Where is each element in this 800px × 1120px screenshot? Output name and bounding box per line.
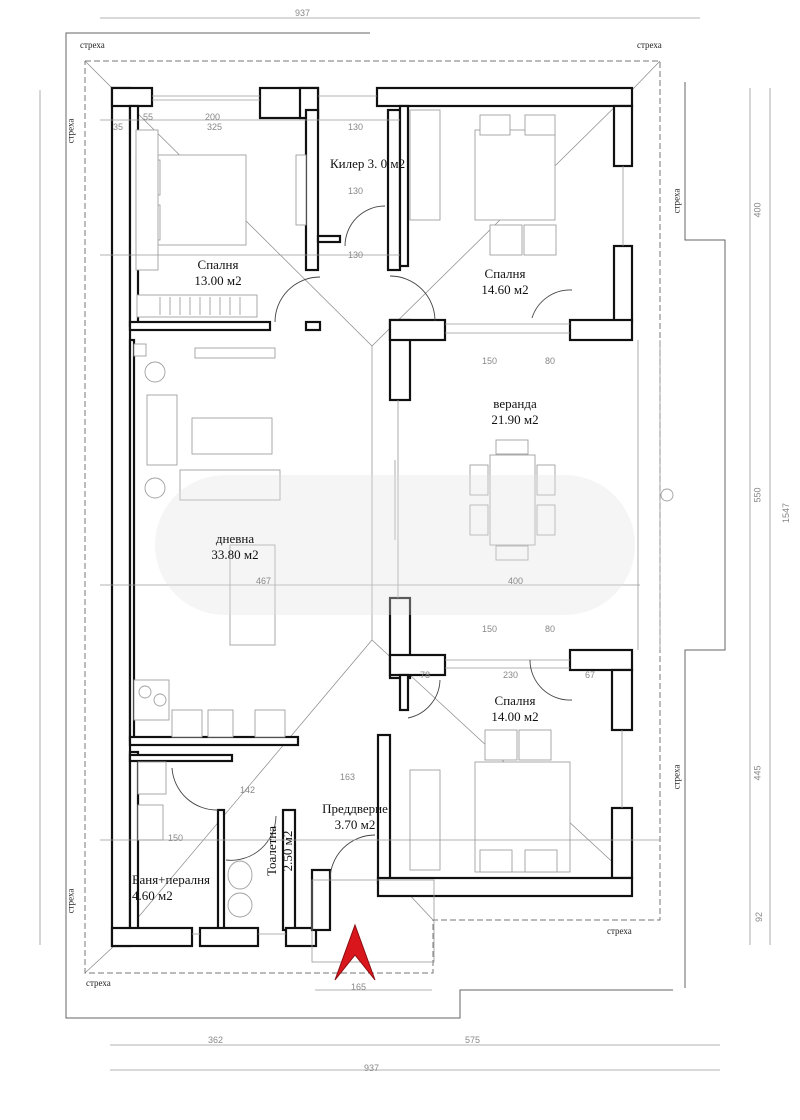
room-living: дневна 33.80 м2	[195, 531, 275, 563]
room-bedroom-1: Спалня 13.00 м2	[178, 257, 258, 289]
dim: 150	[168, 833, 184, 843]
room-area: 4.60 м2	[132, 888, 173, 903]
dim: 130	[348, 250, 364, 260]
room-area: 14.60 м2	[481, 282, 529, 297]
room-area: 21.90 м2	[491, 412, 539, 427]
eave-label-bottom-left: стреха	[86, 978, 111, 988]
dim: 55	[143, 112, 154, 122]
dim-bottom-total: 937	[364, 1063, 380, 1073]
dim: 142	[240, 785, 256, 795]
dim: 78	[420, 670, 431, 680]
dim-right-seg-1: 400	[752, 202, 763, 218]
room-veranda: веранда 21.90 м2	[475, 396, 555, 428]
room-name: Килер 3. 0 м2	[330, 156, 406, 171]
room-pantry: Килер 3. 0 м2	[330, 156, 405, 172]
furniture	[133, 109, 674, 918]
dim-top-total: 937	[295, 8, 311, 18]
room-bedroom-3: Спалня 14.00 м2	[475, 693, 555, 725]
dim: 230	[503, 670, 519, 680]
dim-bottom-seg-2: 575	[465, 1035, 481, 1045]
room-area: 33.80 м2	[211, 547, 259, 562]
room-name: Преддверие	[322, 801, 388, 816]
dim-right-seg-3: 445	[752, 765, 763, 781]
room-name: Спалня	[197, 257, 239, 272]
dim: 200	[205, 112, 221, 122]
room-bedroom-2: Спалня 14.60 м2	[465, 266, 545, 298]
eave-label-left-bottom: стреха	[65, 888, 76, 914]
dim: 80	[545, 356, 556, 366]
dim: 67	[585, 670, 596, 680]
dim: 80	[545, 624, 556, 634]
room-area: 13.00 м2	[194, 273, 242, 288]
room-name: веранда	[493, 396, 537, 411]
room-area: 2.50 м2	[280, 830, 295, 872]
dim-entrance: 165	[351, 982, 367, 992]
eave-label-top-right: стреха	[637, 40, 662, 50]
eave-label-left-top: стреха	[65, 118, 76, 144]
room-area: 3.70 м2	[334, 817, 376, 832]
dim: 35	[113, 122, 124, 132]
room-wc: Тоалетна 2.50 м2	[264, 811, 296, 891]
dim: 150	[482, 624, 498, 634]
room-name: Спалня	[484, 266, 526, 281]
eave-label-bottom-right: стреха	[607, 926, 632, 936]
dim: 325	[207, 122, 223, 132]
dimension-lines	[39, 88, 771, 1071]
dim-right-seg-4: 92	[754, 911, 765, 923]
dim-bottom-seg-1: 362	[208, 1035, 224, 1045]
dim-right-seg-2: 550	[752, 487, 763, 503]
doors	[171, 205, 573, 881]
room-name: Тоалетна	[264, 826, 279, 877]
room-name: Спалня	[494, 693, 536, 708]
dim: 150	[482, 356, 498, 366]
room-name: дневна	[215, 531, 255, 546]
dim: 467	[256, 576, 272, 586]
dim-right-total: 1547	[781, 502, 792, 524]
room-bath: Баня+пералня 4.60 м2	[132, 872, 210, 904]
dim: 163	[340, 772, 356, 782]
eave-label-right-bottom: стреха	[671, 764, 682, 790]
room-name: Баня+пералня	[132, 872, 211, 887]
dim: 130	[348, 186, 364, 196]
dim: 130	[348, 122, 364, 132]
room-hall: Преддверие 3.70 м2	[315, 801, 395, 833]
room-area: 14.00 м2	[491, 709, 539, 724]
north-arrow-icon	[334, 923, 376, 981]
dim: 400	[508, 576, 524, 586]
site-outline	[65, 17, 726, 1019]
eave-label-right-top: стреха	[671, 188, 682, 214]
eave-label-top-left: стреха	[80, 40, 105, 50]
walls	[110, 86, 634, 963]
